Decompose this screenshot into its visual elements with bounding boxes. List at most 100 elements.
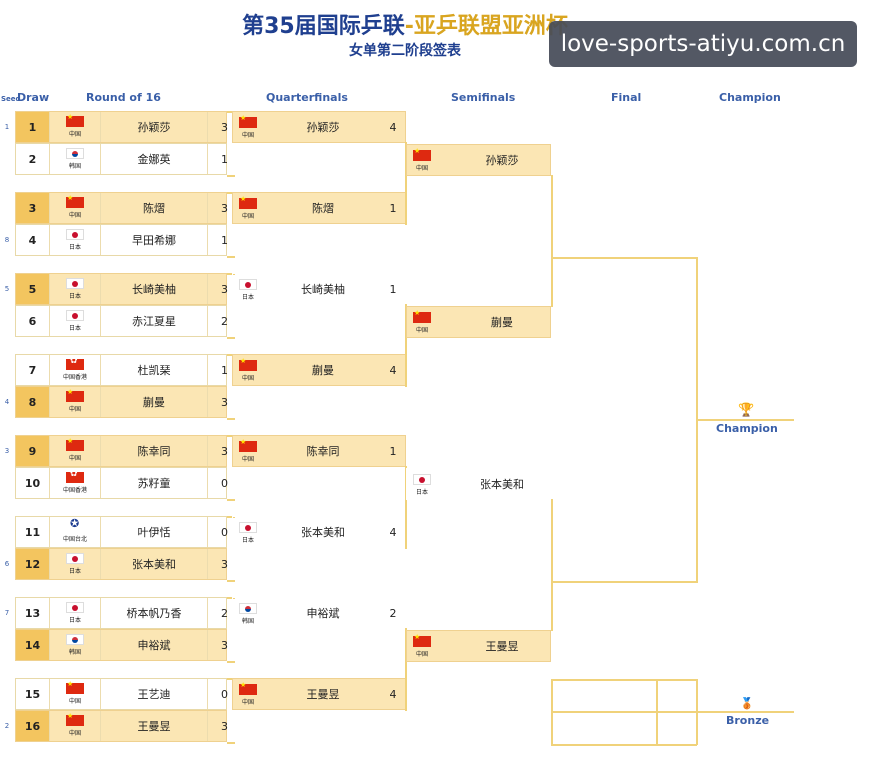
seed-number: 3 — [4, 447, 10, 455]
country-name: 中国 — [415, 651, 428, 658]
bracket-line — [551, 744, 697, 746]
match-score: 4 — [389, 687, 397, 701]
bracket-line — [551, 711, 697, 713]
bracket-line — [227, 256, 235, 258]
country-name: 中国台北 — [62, 536, 87, 543]
country-name: 中国香港 — [62, 487, 87, 494]
flag-kr-icon — [239, 603, 257, 614]
country-name: 日本 — [68, 617, 81, 624]
player-name: 王曼昱 — [137, 720, 171, 733]
header-champion: Champion — [719, 91, 781, 104]
seed-number: 1 — [4, 123, 10, 131]
match-score: 3 — [207, 387, 241, 417]
page-title: 第35届国际乒联-亚乒联盟亚洲杯 — [242, 14, 568, 39]
bracket-line — [227, 273, 235, 275]
flag-group: 中国 — [239, 681, 257, 706]
flag-group: 中国 — [239, 357, 257, 382]
flag-jp-icon — [66, 310, 84, 321]
flag-group: 中国 — [66, 113, 84, 138]
flag-wrap: 中国 — [239, 681, 257, 706]
player-name: 苏籽童 — [137, 477, 171, 490]
flag-group: 日本 — [239, 279, 257, 301]
bracket-line — [405, 142, 407, 225]
country-name: 中国香港 — [62, 374, 87, 381]
country-name: 中国 — [241, 699, 254, 706]
match-score: 0 — [207, 679, 241, 709]
flag-cn-icon — [239, 681, 257, 695]
draw-number: 10 — [24, 476, 41, 490]
player-name: 张本美和 — [480, 478, 524, 491]
match-score: 2 — [389, 606, 397, 620]
bracket-line — [227, 499, 235, 501]
flag-jp-icon — [239, 279, 257, 290]
match-score: 1 — [389, 201, 397, 215]
player-name: 王曼昱 — [306, 688, 340, 701]
medal-icon: 🥉 — [740, 697, 754, 710]
header-seed: Seed — [1, 95, 21, 103]
flag-cell: 日本 — [49, 225, 101, 255]
draw-number: 13 — [24, 606, 41, 620]
match-score: 3 — [207, 274, 241, 304]
player-name: 王艺迪 — [137, 688, 171, 701]
bracket-line — [227, 516, 235, 518]
match-score: 3 — [207, 193, 241, 223]
bracket-line — [696, 711, 794, 713]
match-score: 0 — [207, 468, 241, 498]
player-name: 孙颖莎 — [485, 154, 519, 167]
r16-row: 8中国蒯曼3 — [15, 386, 228, 418]
player-name: 叶伊恬 — [137, 526, 171, 539]
bracket-line — [227, 192, 235, 194]
bracket-line — [227, 337, 235, 339]
flag-jp-icon — [66, 553, 84, 564]
qf-box: 中国 王曼昱 4 — [232, 678, 406, 710]
seed-number: 2 — [4, 722, 10, 730]
player-name: 杜凯琹 — [137, 364, 171, 377]
flag-jp-icon — [66, 229, 84, 240]
match-score: 3 — [207, 436, 241, 466]
player-name: 蒯曼 — [491, 316, 513, 329]
flag-jp-icon — [66, 278, 84, 289]
bronze-label: Bronze — [726, 714, 770, 727]
country-name: 中国 — [68, 730, 81, 737]
player-name: 桥本帆乃香 — [126, 607, 182, 620]
flag-cell: 中国 — [49, 711, 101, 741]
player-name: 陈幸同 — [137, 445, 171, 458]
country-name: 中国 — [241, 132, 254, 139]
country-name: 韩国 — [68, 649, 81, 656]
flag-group: 中国台北 — [62, 517, 87, 543]
flag-group: 中国 — [413, 309, 431, 334]
bracket-line — [696, 419, 794, 421]
flag-cell: 中国 — [49, 387, 101, 417]
flag-group: 中国 — [239, 438, 257, 463]
bracket-line — [227, 111, 235, 113]
country-name: 日本 — [241, 537, 254, 544]
seed-number: 8 — [4, 236, 10, 244]
flag-group: 中国 — [413, 633, 431, 658]
match-score: 3 — [207, 711, 241, 741]
flag-cell: 中国 — [49, 193, 101, 223]
flag-cn-icon — [66, 194, 84, 208]
country-name: 中国 — [241, 213, 254, 220]
player-name: 长崎美柚 — [132, 283, 176, 296]
r16-row: 10中国香港苏籽童0 — [15, 467, 228, 499]
flag-cn-icon — [239, 195, 257, 209]
player-name: 张本美和 — [301, 526, 345, 539]
country-name: 日本 — [68, 568, 81, 575]
player-name: 蒯曼 — [143, 396, 165, 409]
champion-label: Champion — [716, 422, 778, 435]
draw-number: 4 — [28, 233, 37, 247]
flag-cn-icon — [66, 437, 84, 451]
header-final: Final — [611, 91, 642, 104]
page-subtitle: 女单第二阶段签表 — [349, 43, 461, 59]
country-name: 韩国 — [241, 618, 254, 625]
flag-wrap: 中国 — [239, 114, 257, 139]
country-name: 中国 — [415, 327, 428, 334]
flag-cn-icon — [413, 309, 431, 323]
